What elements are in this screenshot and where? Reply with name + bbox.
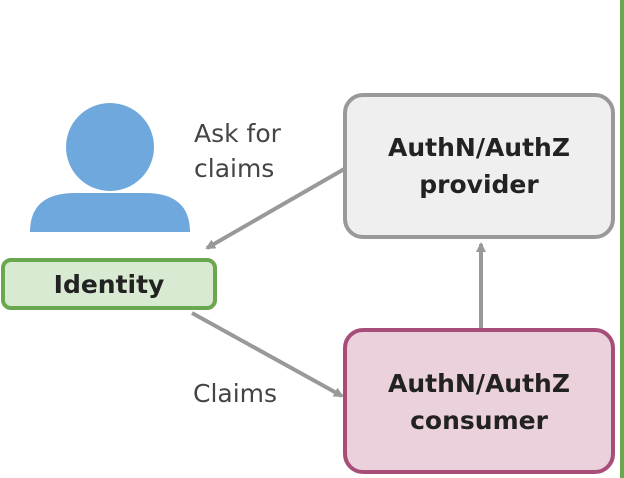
edge-label-claims: Claims xyxy=(193,379,277,408)
provider-node-label-line1: AuthN/AuthZ xyxy=(388,133,570,162)
identity-node-label: Identity xyxy=(54,270,165,299)
provider-node: AuthN/AuthZ provider xyxy=(343,93,615,239)
consumer-node: AuthN/AuthZ consumer xyxy=(343,328,615,474)
consumer-node-label-line1: AuthN/AuthZ xyxy=(388,369,570,398)
provider-node-label-line2: provider xyxy=(419,170,539,199)
edge-ask-for-claims xyxy=(205,166,347,250)
edge-claims xyxy=(191,311,344,398)
consumer-node-label-line2: consumer xyxy=(410,406,548,435)
identity-node: Identity xyxy=(1,258,217,310)
edge-label-ask-for-claims-line1: Ask for xyxy=(194,119,282,148)
edge-label-ask-for-claims-line2: claims xyxy=(194,154,274,183)
user-icon xyxy=(30,103,190,232)
right-border xyxy=(620,0,624,478)
